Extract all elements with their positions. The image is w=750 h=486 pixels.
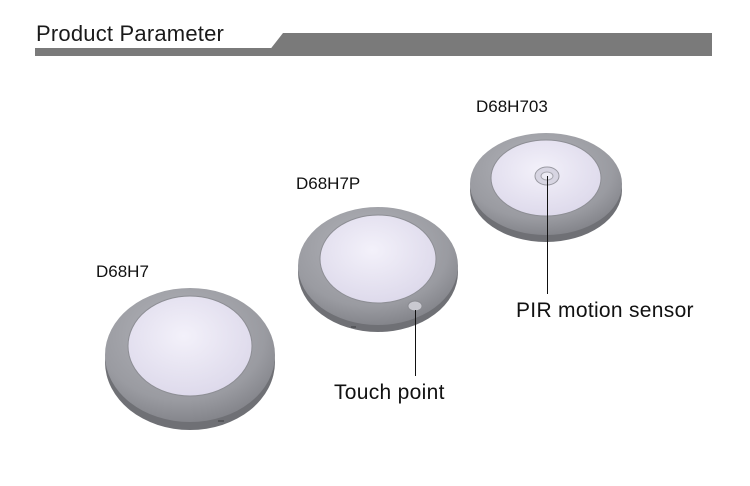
touch-point-label: Touch point — [334, 381, 445, 404]
pir-sensor-label: PIR motion sensor — [516, 299, 694, 322]
model-label: D68H703 — [476, 97, 548, 116]
model-label: D68H7P — [296, 174, 361, 193]
lamp-image — [298, 207, 458, 332]
touch-point-leader-line — [415, 310, 416, 376]
section-header: Product Parameter — [0, 0, 750, 70]
model-label: D68H7 — [96, 262, 149, 281]
lamp-image — [470, 133, 622, 242]
lamp-image — [105, 288, 275, 430]
section-title: Product Parameter — [36, 21, 225, 46]
pir-sensor-leader-line — [547, 176, 548, 294]
header-slanted-bar — [265, 33, 712, 56]
